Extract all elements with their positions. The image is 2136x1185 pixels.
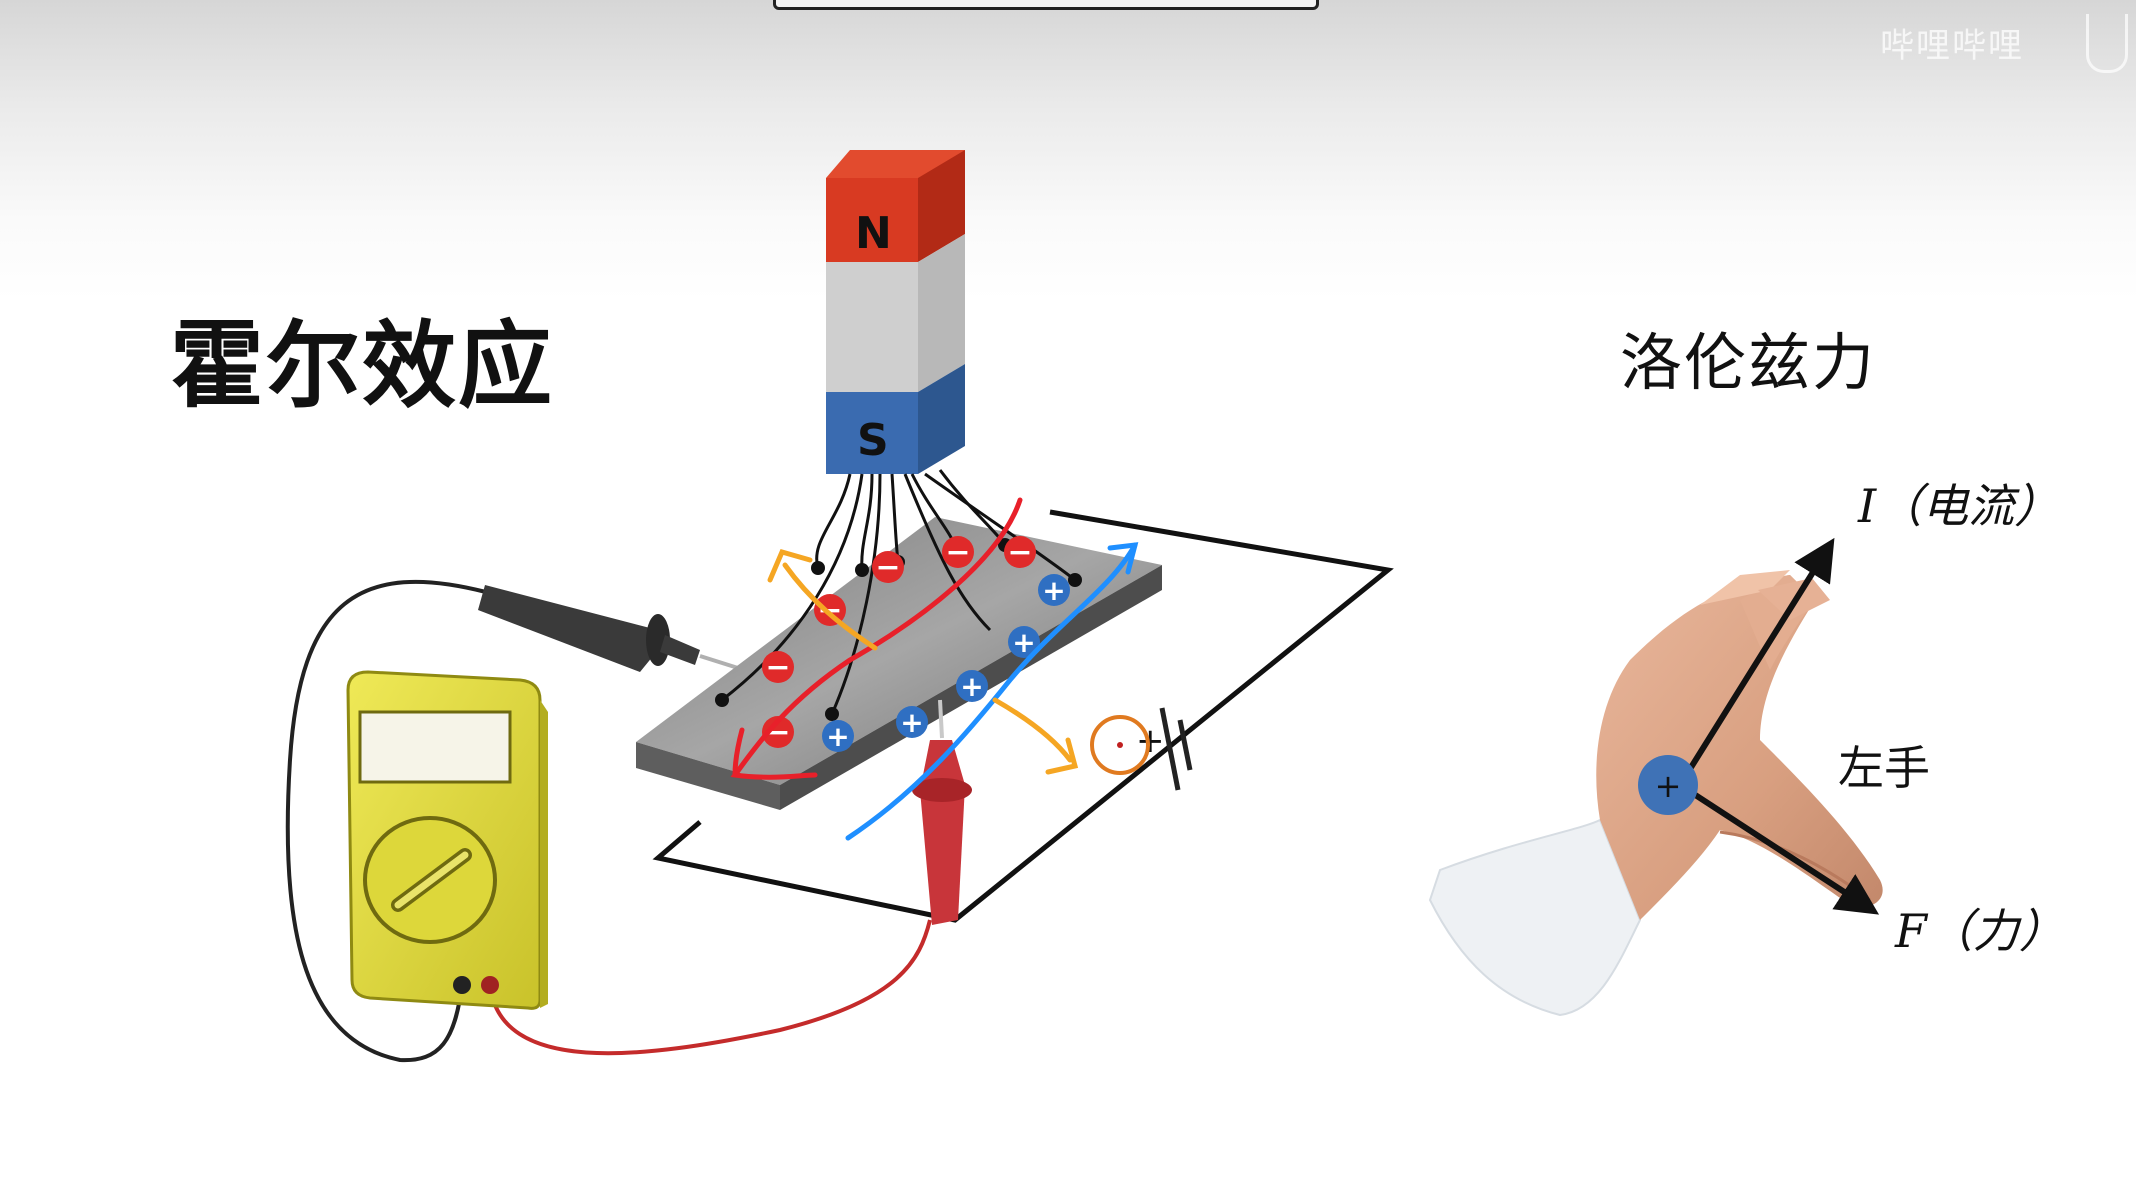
page-title: 霍尔效应 xyxy=(170,311,555,421)
annotation-orange-circle xyxy=(1090,715,1150,775)
annotation-blue-arrow xyxy=(845,542,1139,841)
svg-text:−: − xyxy=(875,550,900,585)
red-terminal xyxy=(481,976,499,994)
battery-icon: + xyxy=(1136,707,1193,791)
top-toolbar-bar[interactable] xyxy=(773,0,1319,10)
svg-text:+: + xyxy=(900,706,923,739)
svg-text:+: + xyxy=(960,670,983,703)
force-label: F（力） xyxy=(1895,904,2065,958)
positive-charge: + xyxy=(1008,626,1040,659)
positive-charge: + xyxy=(1038,574,1070,607)
multimeter-display xyxy=(358,710,512,784)
positive-charge-marker xyxy=(1638,755,1698,815)
positive-charge: + xyxy=(956,670,988,703)
left-hand-label: 左手 xyxy=(1838,741,1930,795)
svg-text:+: + xyxy=(1012,626,1035,659)
svg-text:+: + xyxy=(826,720,849,753)
left-hand-illustration: + xyxy=(1428,537,1883,1017)
negative-charge: − xyxy=(1004,535,1036,570)
watermark-logo-icon xyxy=(2086,14,2128,73)
positive-charge: + xyxy=(896,706,928,739)
black-terminal xyxy=(453,976,471,994)
bar-magnet: N S xyxy=(826,150,965,474)
lorentz-title: 洛伦兹力 xyxy=(1620,326,1877,399)
force-arrow xyxy=(1678,782,1880,915)
magnet-south-label: S xyxy=(857,415,889,466)
current-label: I（电流） xyxy=(1858,479,2061,533)
svg-text:−: − xyxy=(945,535,970,570)
multimeter[interactable] xyxy=(346,670,548,1010)
magnet-north-label: N xyxy=(855,208,892,259)
negative-charge: − xyxy=(762,650,794,685)
positive-charge: + xyxy=(822,720,854,753)
svg-text:−: − xyxy=(765,650,790,685)
negative-charge: − xyxy=(942,535,974,570)
annotation-red-arrow xyxy=(730,497,1023,780)
red-probe[interactable] xyxy=(912,699,972,925)
watermark: 哔哩哔哩 xyxy=(1880,26,2024,66)
sleeve xyxy=(1428,818,1642,1017)
black-probe[interactable] xyxy=(478,585,739,672)
negative-charge: − xyxy=(872,550,904,585)
current-arrow xyxy=(1677,537,1835,787)
negative-charges: − − − − − − xyxy=(762,535,1036,750)
charge-sign: + xyxy=(1655,767,1682,805)
annotation-orange-arrows xyxy=(767,548,1079,775)
svg-text:+: + xyxy=(1042,574,1065,607)
svg-text:−: − xyxy=(1007,535,1032,570)
positive-charges: + + + + + xyxy=(822,574,1070,753)
meter-wires xyxy=(285,579,932,1063)
